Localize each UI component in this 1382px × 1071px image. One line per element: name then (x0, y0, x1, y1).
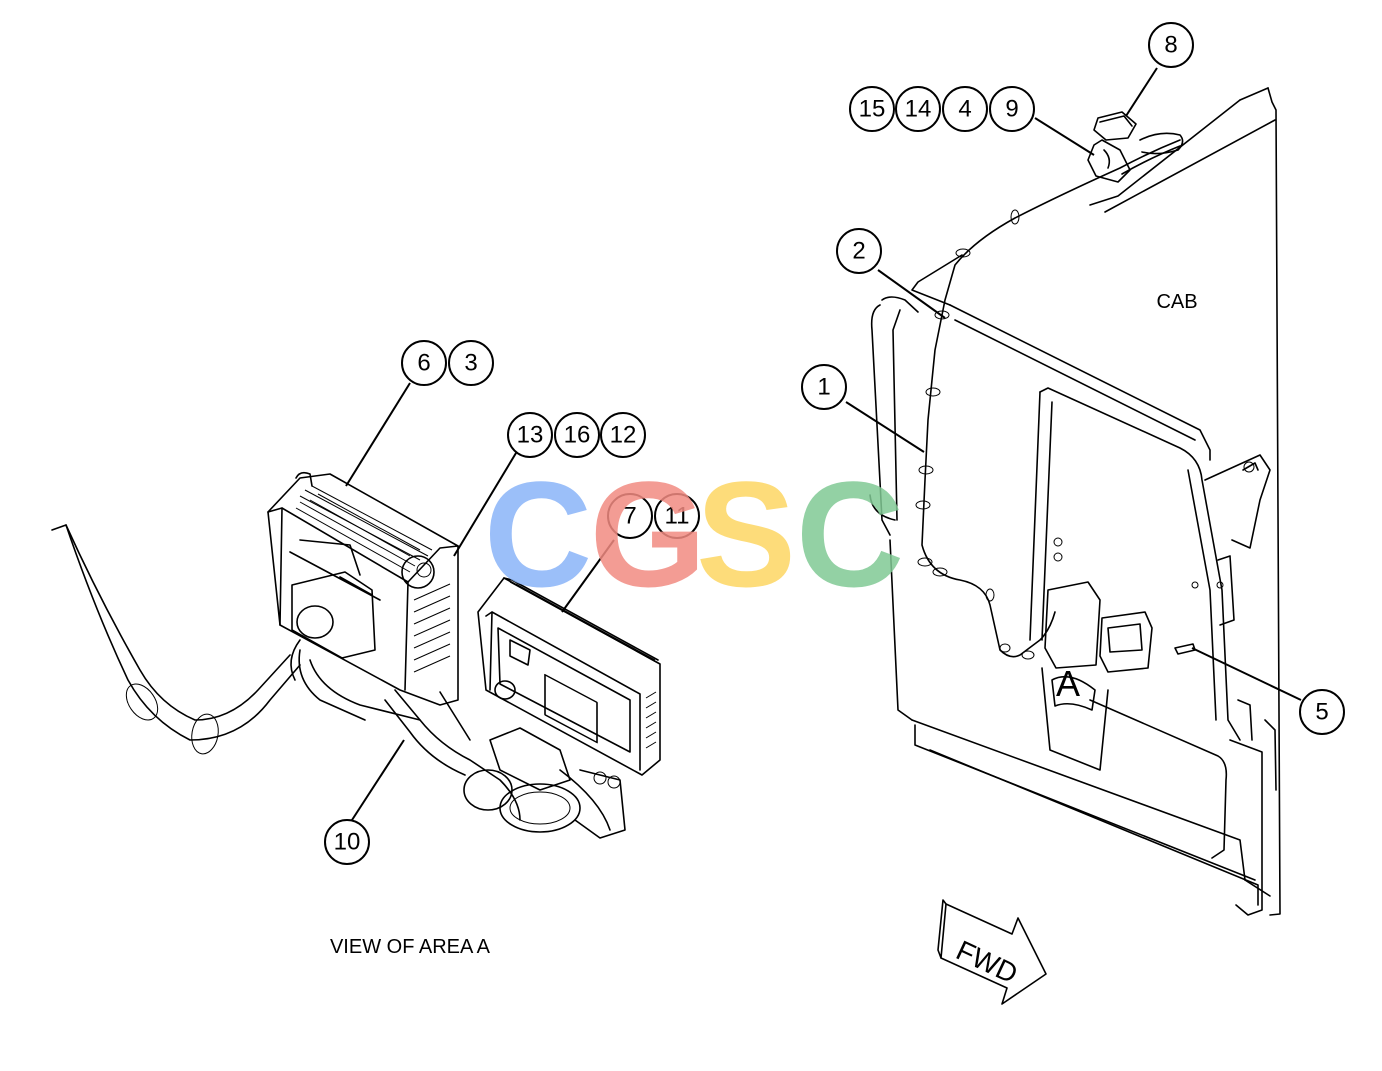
view-caption: VIEW OF AREA A (330, 936, 491, 958)
svg-text:10: 10 (334, 829, 361, 856)
leader-lines (345, 67, 1302, 821)
watermark-letter-4: C (796, 450, 904, 618)
svg-text:12: 12 (610, 422, 637, 449)
watermark-letter-3: S (696, 450, 796, 618)
svg-text:3: 3 (464, 350, 477, 377)
fwd-arrow: FWD (937, 899, 1047, 1005)
callout-4: 4 (942, 86, 988, 132)
callout-13: 13 (507, 412, 553, 458)
callout-14: 14 (895, 86, 941, 132)
callout-15: 15 (849, 86, 895, 132)
svg-text:11: 11 (665, 503, 690, 530)
callout-5: 5 (1299, 689, 1345, 735)
watermark-letter-2: G (590, 450, 707, 618)
callout-12: 12 (600, 412, 646, 458)
svg-text:4: 4 (958, 96, 971, 123)
svg-text:9: 9 (1005, 96, 1018, 123)
svg-text:1: 1 (817, 374, 830, 401)
watermark-letter-1: C (484, 450, 592, 618)
cgsc-watermark: C G S C (484, 450, 904, 618)
svg-text:7: 7 (623, 503, 636, 530)
callout-11: 11 (654, 493, 700, 539)
callout-2: 2 (836, 228, 882, 274)
cab-label: CAB (1156, 291, 1197, 313)
svg-text:14: 14 (905, 96, 932, 123)
area-a-marker: A (1056, 663, 1080, 704)
callout-3: 3 (448, 340, 494, 386)
callout-16: 16 (554, 412, 600, 458)
svg-text:2: 2 (852, 238, 865, 265)
callout-1: 1 (801, 364, 847, 410)
svg-text:16: 16 (564, 422, 591, 449)
svg-text:6: 6 (417, 350, 430, 377)
callout-8: 8 (1148, 22, 1194, 68)
callout-6: 6 (401, 340, 447, 386)
svg-text:15: 15 (859, 96, 886, 123)
callout-7: 7 (607, 493, 653, 539)
cab-drawing (869, 87, 1281, 916)
svg-text:5: 5 (1315, 699, 1328, 726)
callout-9: 9 (989, 86, 1035, 132)
fwd-label: FWD (952, 934, 1023, 989)
area-a-detail (51, 471, 661, 839)
svg-text:8: 8 (1164, 32, 1177, 59)
callout-10: 10 (324, 819, 370, 865)
svg-text:13: 13 (517, 422, 544, 449)
